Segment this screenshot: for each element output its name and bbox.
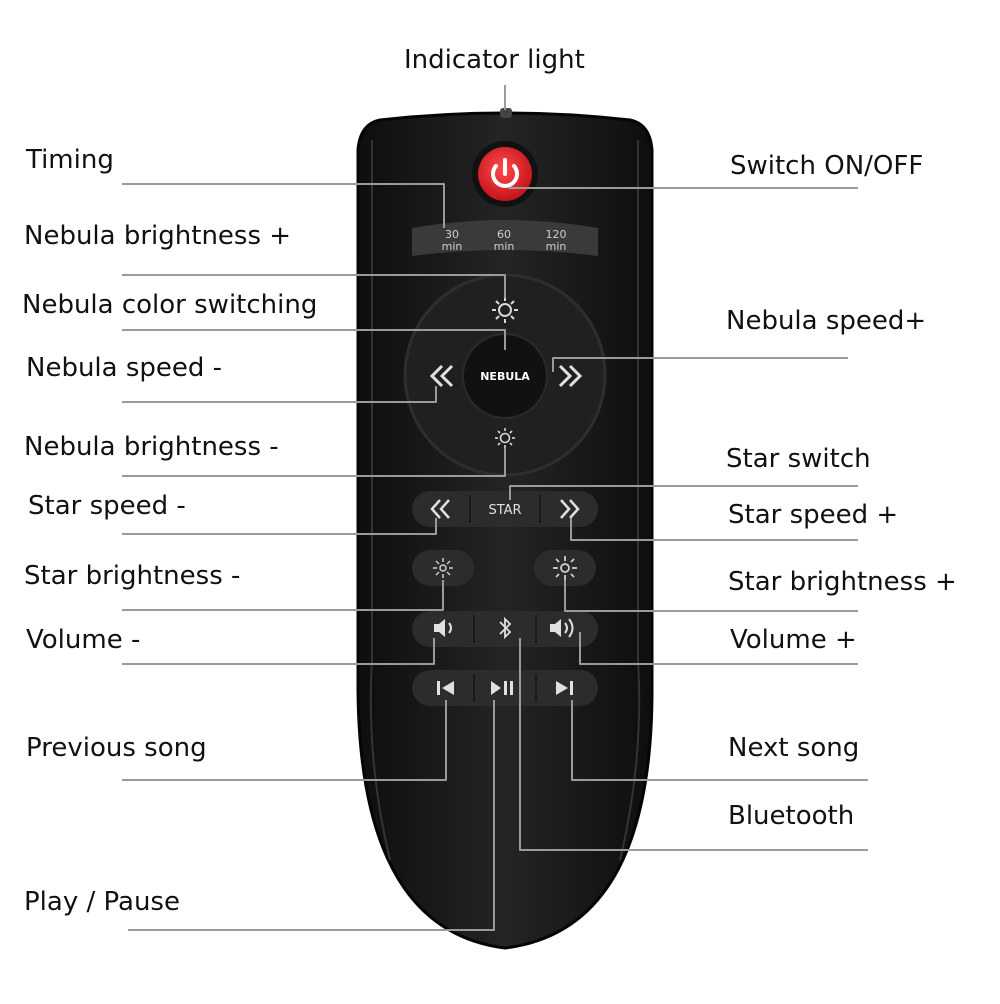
- power-icon: [491, 158, 519, 188]
- leader-bluetooth: [519, 638, 868, 851]
- sun-minus-icon: [495, 428, 515, 448]
- nebula-brightness-minus-button[interactable]: [495, 428, 515, 448]
- nebula-brightness-plus-button[interactable]: [492, 297, 518, 323]
- label-indicator-light: Indicator light: [404, 45, 585, 75]
- label-timing: Timing: [26, 145, 114, 175]
- volume-minus-button[interactable]: [434, 619, 452, 637]
- play-pause-button[interactable]: [491, 681, 513, 695]
- label-star-speed-minus: Star speed -: [28, 491, 186, 521]
- skip-previous-icon: [437, 681, 454, 695]
- star-brightness-plus-button[interactable]: [534, 550, 596, 586]
- timer-60-value: 60: [497, 228, 511, 241]
- star-speed-plus-button[interactable]: [560, 499, 580, 519]
- timer-60-button[interactable]: 60 min: [494, 228, 515, 253]
- leader-timing: [122, 183, 445, 228]
- label-play-pause: Play / Pause: [24, 887, 180, 917]
- remote-side-left: [369, 140, 391, 861]
- label-volume-minus: Volume -: [26, 625, 141, 655]
- timer-60-unit: min: [494, 240, 515, 253]
- double-chevron-right-icon: [558, 364, 583, 388]
- leader-lines: [122, 85, 868, 931]
- label-star-switch: Star switch: [726, 444, 871, 474]
- label-next-song: Next song: [728, 733, 860, 763]
- label-nebula-brightness-plus: Nebula brightness +: [24, 221, 292, 251]
- double-chevron-left-icon: [430, 499, 450, 519]
- nebula-button-label: NEBULA: [480, 370, 530, 383]
- leader-star-speed-minus: [122, 518, 437, 535]
- leader-nebula-brightness-minus: [122, 448, 506, 477]
- skip-next-icon: [556, 681, 573, 695]
- leader-nebula-speed-plus: [552, 357, 848, 372]
- star-brightness-minus-button[interactable]: [412, 550, 474, 586]
- speaker-low-icon: [434, 619, 452, 637]
- sparkle-minus-icon: [433, 558, 453, 578]
- leader-next-song: [571, 700, 868, 781]
- label-nebula-speed-minus: Nebula speed -: [26, 353, 223, 383]
- leader-play-pause: [128, 700, 495, 931]
- nebula-color-button[interactable]: NEBULA: [462, 333, 548, 419]
- next-song-button[interactable]: [556, 681, 573, 695]
- leader-star-brightness-plus: [564, 580, 858, 612]
- leader-volume-plus: [579, 632, 858, 665]
- timer-120-unit: min: [546, 240, 567, 253]
- speaker-high-icon: [550, 618, 574, 638]
- leader-nebula-color-switching: [122, 329, 506, 350]
- previous-song-button[interactable]: [437, 681, 454, 695]
- bluetooth-icon: [499, 616, 512, 640]
- label-star-brightness-plus: Star brightness +: [728, 567, 957, 597]
- leader-nebula-speed-minus: [122, 386, 437, 403]
- label-bluetooth: Bluetooth: [728, 801, 855, 831]
- nebula-speed-minus-button[interactable]: [429, 364, 454, 388]
- label-nebula-speed-plus: Nebula speed+: [726, 306, 927, 336]
- label-volume-plus: Volume +: [730, 625, 857, 655]
- double-chevron-left-icon: [429, 364, 454, 388]
- label-nebula-color-switching: Nebula color switching: [22, 290, 318, 320]
- timer-120-value: 120: [546, 228, 567, 241]
- double-chevron-right-icon: [560, 499, 580, 519]
- timing-bar: [412, 220, 598, 256]
- timer-120-button[interactable]: 120 min: [546, 228, 567, 253]
- leader-star-speed-plus: [570, 518, 858, 541]
- sun-plus-icon: [492, 297, 518, 323]
- play-pause-icon: [491, 681, 513, 695]
- star-speed-minus-button[interactable]: [430, 499, 450, 519]
- label-star-brightness-minus: Star brightness -: [24, 561, 241, 591]
- indicator-light-nub: [500, 108, 512, 118]
- nebula-speed-plus-button[interactable]: [558, 364, 583, 388]
- timer-30-value: 30: [445, 228, 459, 241]
- power-button[interactable]: [472, 141, 538, 207]
- label-star-speed-plus: Star speed +: [728, 500, 899, 530]
- volume-plus-button[interactable]: [550, 618, 574, 638]
- leader-star-brightness-minus: [122, 580, 444, 611]
- star-row: [412, 491, 598, 527]
- timer-30-button[interactable]: 30 min: [442, 228, 463, 253]
- label-previous-song: Previous song: [26, 733, 207, 763]
- remote-side-right: [619, 140, 641, 861]
- star-switch-button[interactable]: STAR: [488, 503, 521, 518]
- leader-nebula-brightness-plus: [122, 274, 506, 298]
- timer-30-unit: min: [442, 240, 463, 253]
- sparkle-plus-icon: [553, 556, 577, 580]
- leader-previous-song: [122, 700, 447, 781]
- label-nebula-brightness-minus: Nebula brightness -: [24, 432, 279, 462]
- star-button-label: STAR: [488, 503, 521, 518]
- leader-volume-minus: [122, 638, 435, 665]
- leader-star-switch: [509, 485, 858, 500]
- label-switch-on-off: Switch ON/OFF: [730, 151, 924, 181]
- bluetooth-button[interactable]: [499, 616, 512, 640]
